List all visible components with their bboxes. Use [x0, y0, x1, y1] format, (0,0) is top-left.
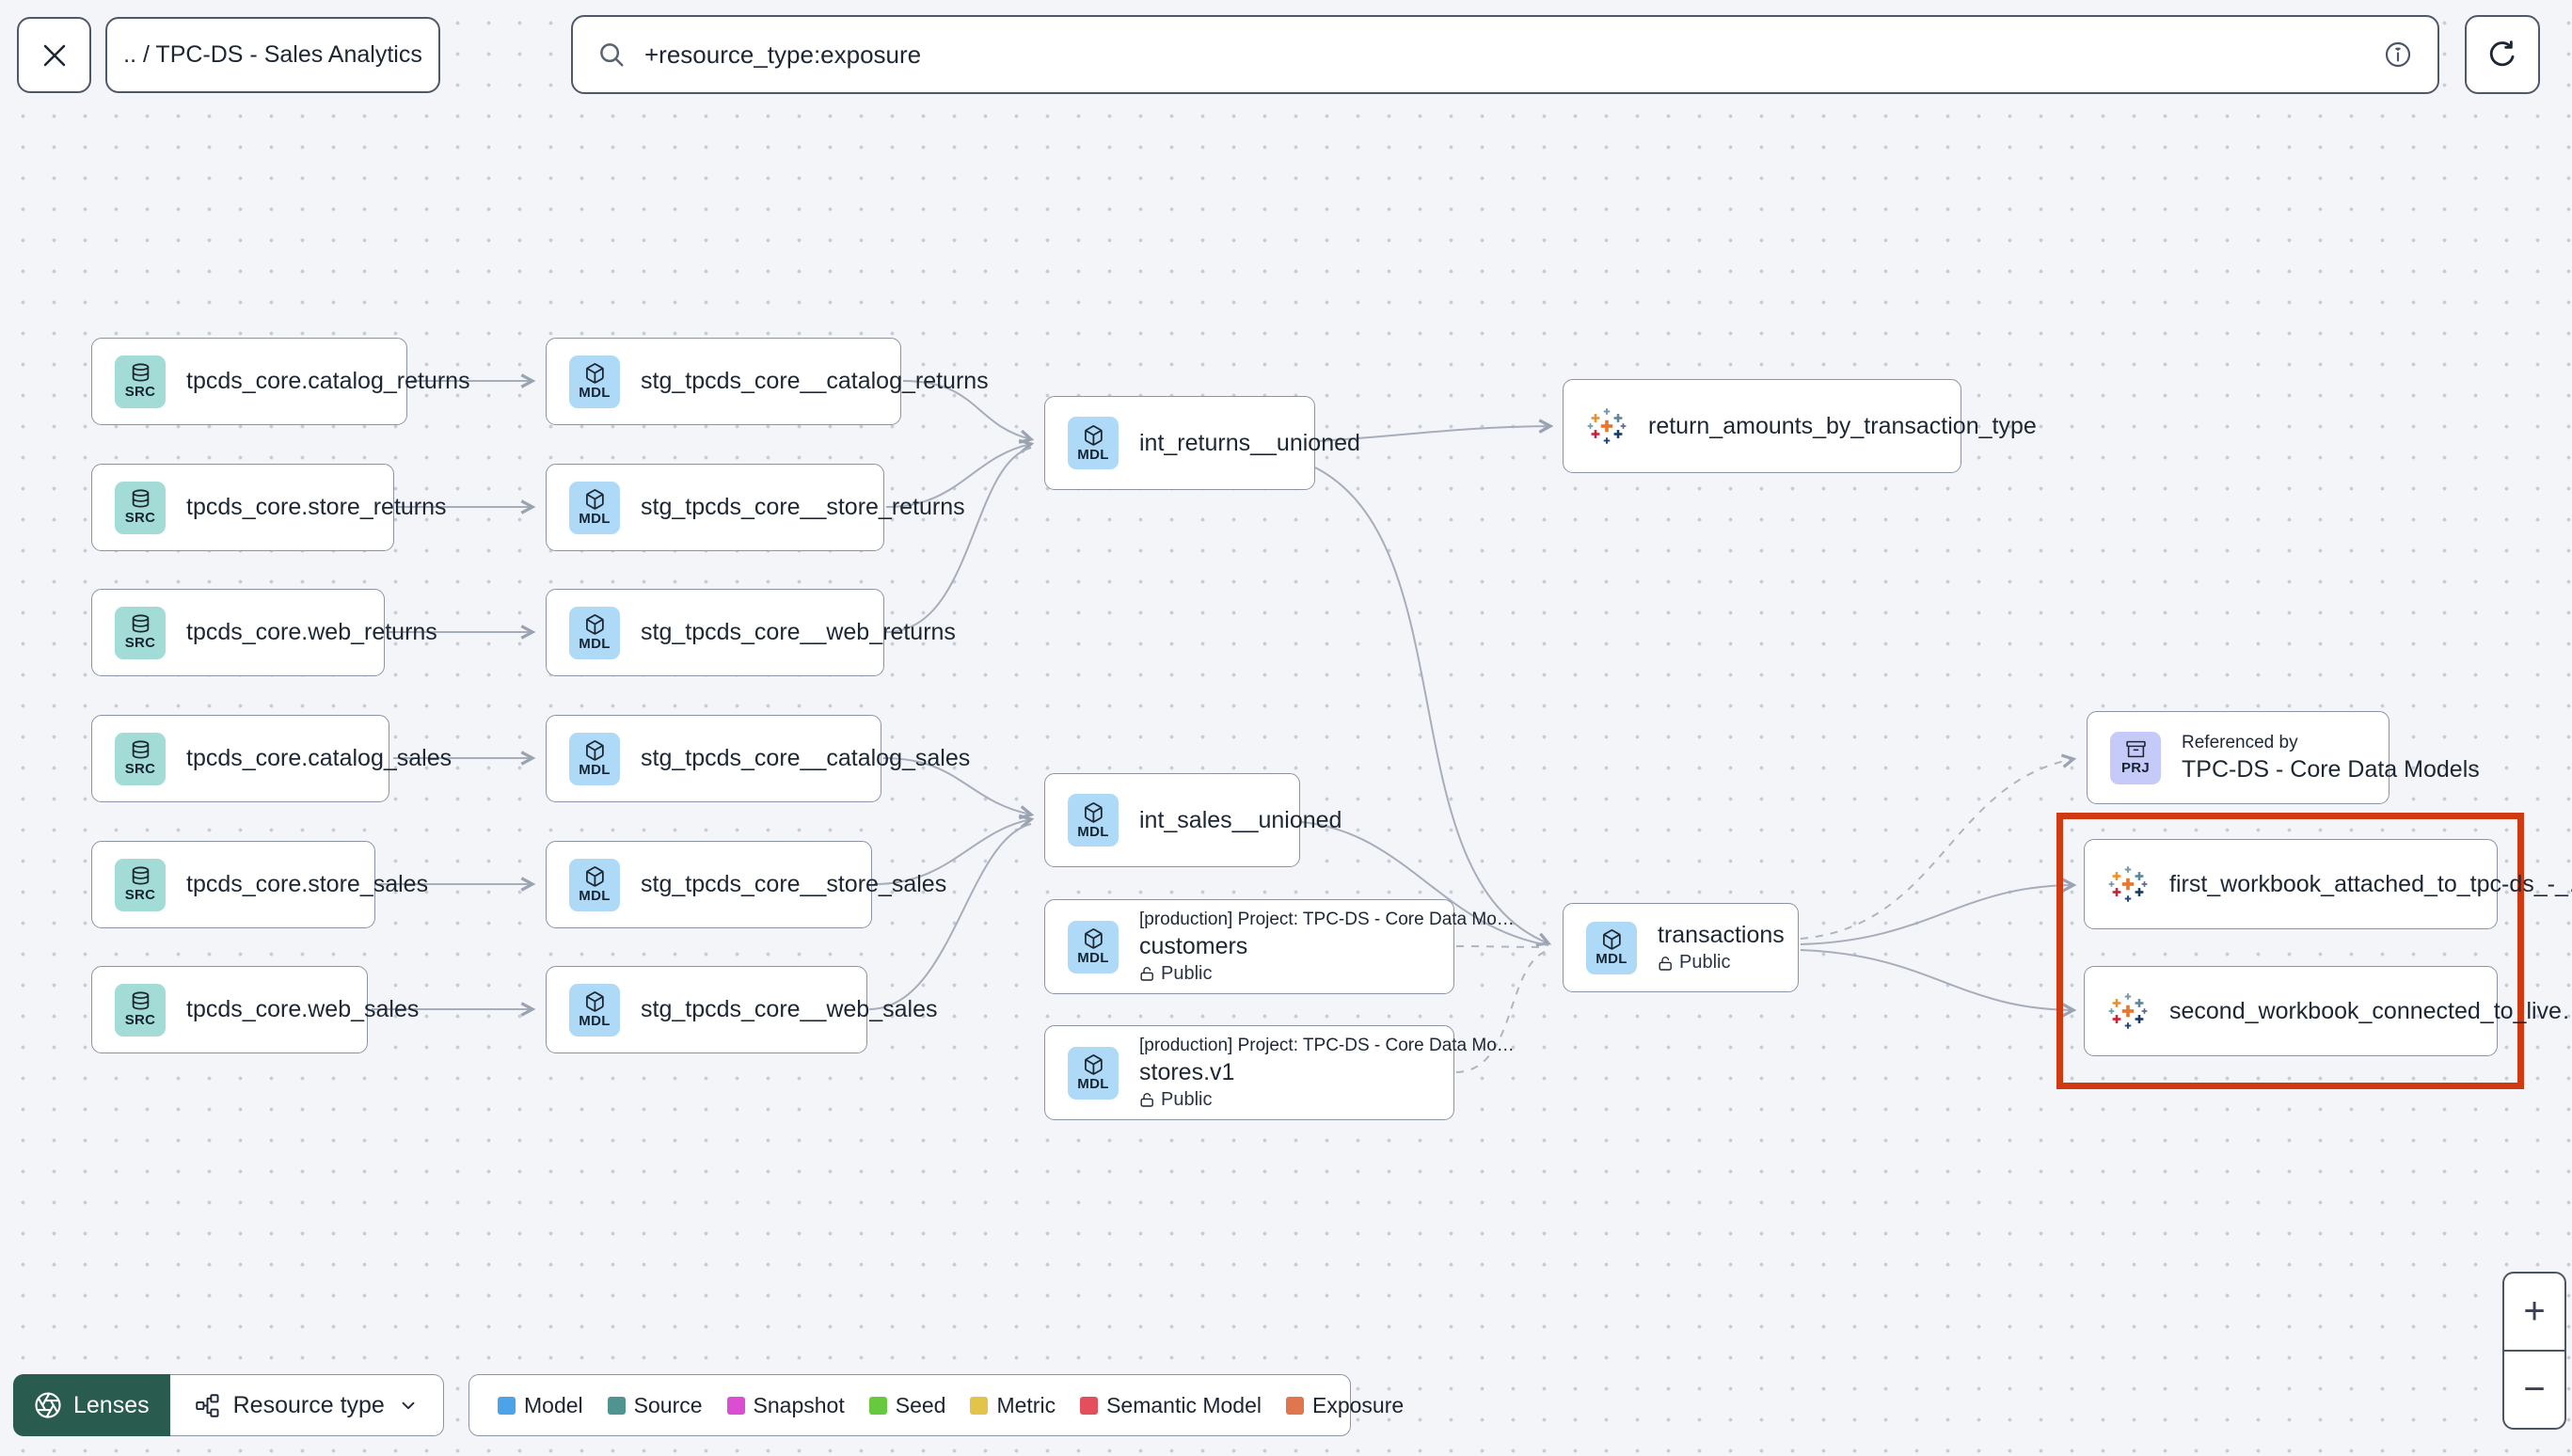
snapshot-swatch	[726, 1396, 745, 1415]
node-exposure-second-workbook[interactable]: second_workbook_connected_to_live…	[2084, 966, 2572, 1056]
node-model-stg-web-returns[interactable]: MDL stg_tpcds_core__web_returns	[546, 589, 956, 676]
legend-item-exposure: Exposure	[1286, 1393, 1404, 1418]
tableau-icon	[2107, 863, 2149, 905]
legend-item-snapshot: Snapshot	[726, 1393, 845, 1418]
project-line: [production] Project: TPC-DS - Core Data…	[1139, 1035, 1515, 1055]
lenses-button[interactable]: Lenses	[13, 1374, 170, 1436]
refresh-icon	[2486, 39, 2518, 71]
node-model-int-sales-unioned[interactable]: MDL int_sales__unioned	[1044, 773, 1342, 867]
node-model-stg-web-sales[interactable]: MDL stg_tpcds_core__web_sales	[546, 966, 937, 1053]
unlock-icon	[1139, 1092, 1154, 1107]
source-badge: SRC	[115, 355, 166, 408]
model-badge: MDL	[569, 732, 620, 785]
resource-type-label: Resource type	[232, 1391, 385, 1418]
node-exposure-return-amounts[interactable]: return_amounts_by_transaction_type	[1563, 379, 2037, 473]
node-exposure-first-workbook[interactable]: first_workbook_attached_to_tpc-ds_-_…	[2084, 839, 2572, 929]
project-line: [production] Project: TPC-DS - Core Data…	[1139, 909, 1515, 929]
model-badge: MDL	[1068, 920, 1119, 973]
search-input[interactable]	[644, 40, 2364, 70]
legend-item-semantic-model: Semantic Model	[1080, 1393, 1262, 1418]
legend-item-metric: Metric	[970, 1393, 1056, 1418]
breadcrumb-label: .. / TPC-DS - Sales Analytics	[123, 41, 422, 68]
model-badge: MDL	[1068, 1046, 1119, 1100]
source-badge: SRC	[115, 606, 166, 659]
source-swatch	[607, 1396, 626, 1415]
legend-item-model: Model	[498, 1393, 583, 1418]
plus-icon: +	[2523, 1290, 2546, 1332]
node-source-web-sales[interactable]: SRC tpcds_core.web_sales	[91, 966, 419, 1053]
model-badge: MDL	[569, 481, 620, 534]
tableau-icon	[2107, 990, 2149, 1032]
resource-type-dropdown[interactable]: Resource type	[169, 1374, 444, 1436]
model-badge: MDL	[1068, 794, 1119, 847]
breadcrumb[interactable]: .. / TPC-DS - Sales Analytics	[105, 17, 440, 93]
node-source-catalog-returns[interactable]: SRC tpcds_core.catalog_returns	[91, 338, 470, 425]
source-badge: SRC	[115, 858, 166, 911]
node-model-transactions[interactable]: MDL transactions Public	[1563, 903, 1799, 992]
metric-swatch	[970, 1396, 989, 1415]
info-icon[interactable]	[2383, 40, 2413, 70]
zoom-controls: + −	[2502, 1272, 2566, 1430]
unlock-icon	[1658, 956, 1673, 971]
model-badge: MDL	[1586, 921, 1637, 974]
model-badge: MDL	[569, 606, 620, 659]
node-model-stg-catalog-sales[interactable]: MDL stg_tpcds_core__catalog_sales	[546, 715, 970, 802]
source-badge: SRC	[115, 732, 166, 785]
minus-icon: −	[2523, 1369, 2546, 1410]
node-source-store-sales[interactable]: SRC tpcds_core.store_sales	[91, 841, 428, 928]
source-badge: SRC	[115, 481, 166, 534]
access-badge: Public	[1139, 963, 1515, 985]
search-bar[interactable]	[571, 15, 2439, 94]
aperture-icon	[34, 1391, 62, 1419]
node-model-int-returns-unioned[interactable]: MDL int_returns__unioned	[1044, 396, 1360, 490]
semantic-model-swatch	[1080, 1396, 1099, 1415]
model-badge: MDL	[1068, 417, 1119, 469]
node-model-stores-v1[interactable]: MDL [production] Project: TPC-DS - Core …	[1044, 1025, 1515, 1120]
close-button[interactable]	[17, 17, 91, 93]
refresh-button[interactable]	[2465, 15, 2540, 94]
node-model-stg-catalog-returns[interactable]: MDL stg_tpcds_core__catalog_returns	[546, 338, 989, 425]
node-model-stg-store-returns[interactable]: MDL stg_tpcds_core__store_returns	[546, 464, 965, 551]
node-model-stg-store-sales[interactable]: MDL stg_tpcds_core__store_sales	[546, 841, 946, 928]
model-badge: MDL	[569, 983, 620, 1037]
node-source-web-returns[interactable]: SRC tpcds_core.web_returns	[91, 589, 437, 676]
chevron-down-icon	[398, 1395, 419, 1416]
lenses-label: Lenses	[73, 1391, 150, 1418]
hierarchy-icon	[195, 1393, 220, 1418]
zoom-in-button[interactable]: +	[2504, 1274, 2564, 1352]
access-badge: Public	[1139, 1089, 1515, 1111]
legend-panel: Model Source Snapshot Seed Metric Semant…	[468, 1374, 1404, 1436]
tableau-icon	[1586, 405, 1627, 447]
node-project-referenced-by[interactable]: PRJ Referenced by TPC-DS - Core Data Mod…	[2087, 711, 2480, 804]
zoom-out-button[interactable]: −	[2504, 1352, 2564, 1428]
access-badge: Public	[1658, 952, 1785, 973]
model-swatch	[498, 1396, 516, 1415]
node-source-store-returns[interactable]: SRC tpcds_core.store_returns	[91, 464, 447, 551]
exposure-swatch	[1286, 1396, 1304, 1415]
source-badge: SRC	[115, 983, 166, 1037]
node-source-catalog-sales[interactable]: SRC tpcds_core.catalog_sales	[91, 715, 452, 802]
legend-item-seed: Seed	[868, 1393, 945, 1418]
model-badge: MDL	[569, 355, 620, 408]
node-model-customers[interactable]: MDL [production] Project: TPC-DS - Core …	[1044, 899, 1515, 994]
referenced-by-title: Referenced by	[2182, 732, 2298, 752]
search-icon	[597, 40, 626, 69]
legend-item-source: Source	[607, 1393, 703, 1418]
seed-swatch	[868, 1396, 887, 1415]
project-badge: PRJ	[2110, 731, 2161, 784]
unlock-icon	[1139, 966, 1154, 981]
model-badge: MDL	[569, 858, 620, 911]
x-icon	[40, 41, 69, 70]
